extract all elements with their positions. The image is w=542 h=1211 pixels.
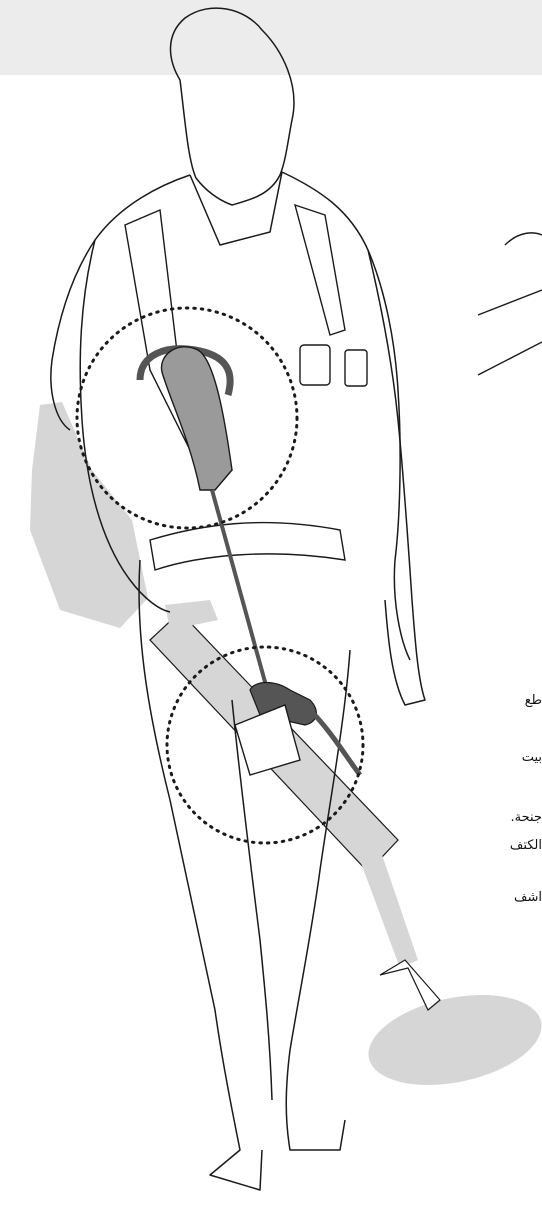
text-fragment-3: جنحة. [511, 810, 542, 825]
text-fragment-5: اشف [514, 890, 542, 905]
text-fragment-4: الكتف [510, 838, 542, 853]
search-coil [360, 981, 542, 1100]
callout-hook [505, 233, 542, 245]
belt [150, 523, 345, 570]
callout-line-1 [478, 290, 542, 315]
harness [125, 205, 367, 570]
belt-buckle [300, 345, 330, 385]
callout-line-2 [478, 342, 542, 375]
detector-handle [165, 600, 218, 630]
text-fragment-2: بيت [522, 750, 542, 765]
collar [190, 172, 282, 245]
text-fragment-1: طع [525, 693, 542, 708]
right-leg [286, 650, 350, 1150]
side-buckle [345, 350, 367, 386]
carabiner [161, 347, 232, 490]
right-shoulder-strap [295, 205, 345, 335]
coil-bracket [380, 960, 440, 1010]
right-arm [368, 250, 425, 705]
torso-right [282, 172, 410, 660]
control-box [30, 402, 148, 628]
edge-callouts [478, 233, 542, 375]
